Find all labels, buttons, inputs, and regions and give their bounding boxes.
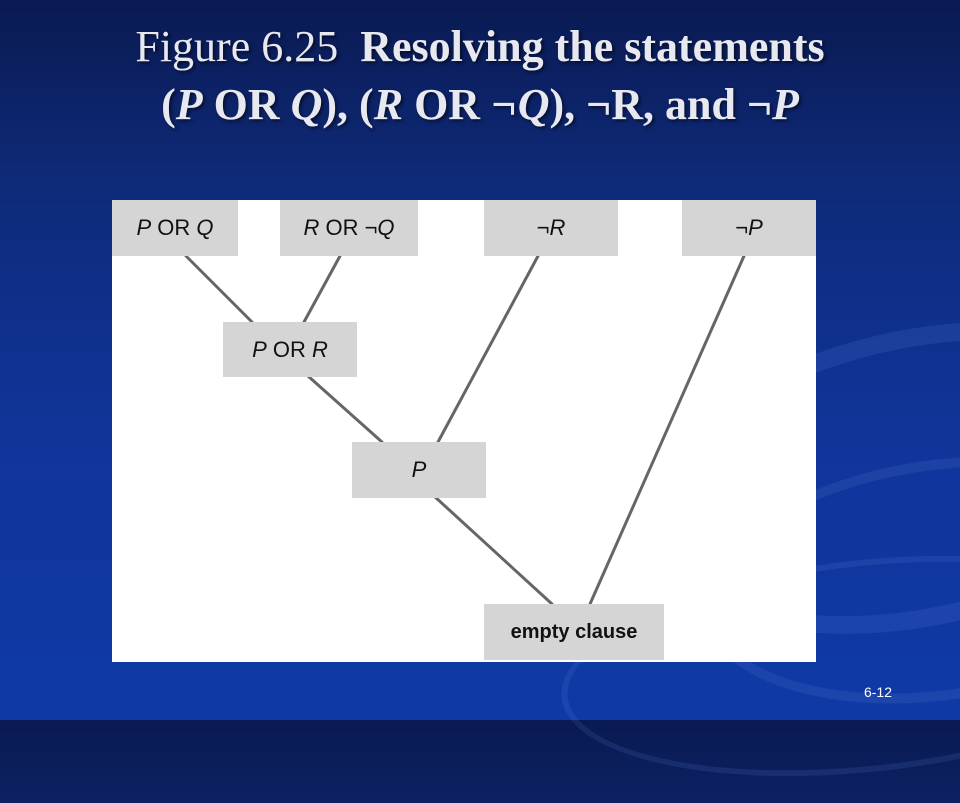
edge-porq-to-porr [184, 254, 254, 324]
edge-porr-to-p [306, 374, 384, 444]
figure-number: Figure 6.25 [135, 22, 339, 71]
node-empty-clause: empty clause [484, 604, 664, 660]
title-paren: ( [359, 80, 374, 129]
node-var: R [549, 215, 566, 240]
node-p: P [352, 442, 486, 498]
node-var: P [136, 215, 152, 240]
title-neg-q: ¬Q [491, 80, 550, 129]
node-var: P [748, 215, 763, 240]
title-var-p: P [772, 80, 799, 129]
node-not-r: ¬R [484, 200, 618, 256]
edge-notp-to-empty [588, 254, 746, 606]
edge-notr-to-p [436, 254, 540, 444]
node-operator: OR [266, 336, 313, 362]
title-var-p: P [175, 80, 203, 129]
node-operator: OR [151, 215, 197, 240]
node-var: Q [377, 215, 395, 240]
slide-title: Figure 6.25 Resolving the statements (P … [40, 18, 920, 134]
title-line-1: Figure 6.25 Resolving the statements [40, 18, 920, 76]
node-p-or-r: P OR R [223, 322, 357, 377]
node-var: Q [196, 215, 214, 240]
title-neg-symbol: ¬ [746, 80, 773, 129]
title-var-r: R [373, 80, 404, 129]
node-not-p: ¬P [682, 200, 816, 256]
edge-p-to-empty [432, 494, 554, 606]
title-var-q: Q [290, 80, 323, 129]
node-r-or-not-q: R OR ¬Q [280, 200, 418, 256]
node-operator: OR ¬ [319, 215, 378, 240]
title-neg-r: ¬R, [586, 80, 655, 129]
title-paren: ( [161, 80, 176, 129]
title-heading: Resolving the statements [360, 22, 825, 71]
node-var: R [303, 215, 320, 240]
slide-number: 6-12 [863, 684, 892, 700]
resolution-diagram: P OR Q R OR ¬Q ¬R ¬P P OR R P empty clau… [112, 200, 816, 662]
title-line-2: (P OR Q), (R OR ¬Q), ¬R, and ¬P [40, 76, 920, 134]
title-or: OR [414, 80, 481, 129]
node-operator: ¬ [536, 215, 550, 240]
title-paren: ), [322, 80, 349, 129]
node-var: P [411, 457, 427, 482]
node-var: P [252, 336, 267, 362]
node-p-or-q: P OR Q [112, 200, 238, 256]
title-or: OR [213, 80, 280, 129]
node-var: R [312, 336, 328, 362]
node-operator: ¬ [735, 215, 749, 240]
title-paren: ), [549, 80, 576, 129]
edge-rornotq-to-porr [302, 254, 342, 324]
node-label: empty clause [510, 620, 638, 643]
title-and: and [665, 80, 736, 129]
diagram-edges [184, 254, 746, 606]
